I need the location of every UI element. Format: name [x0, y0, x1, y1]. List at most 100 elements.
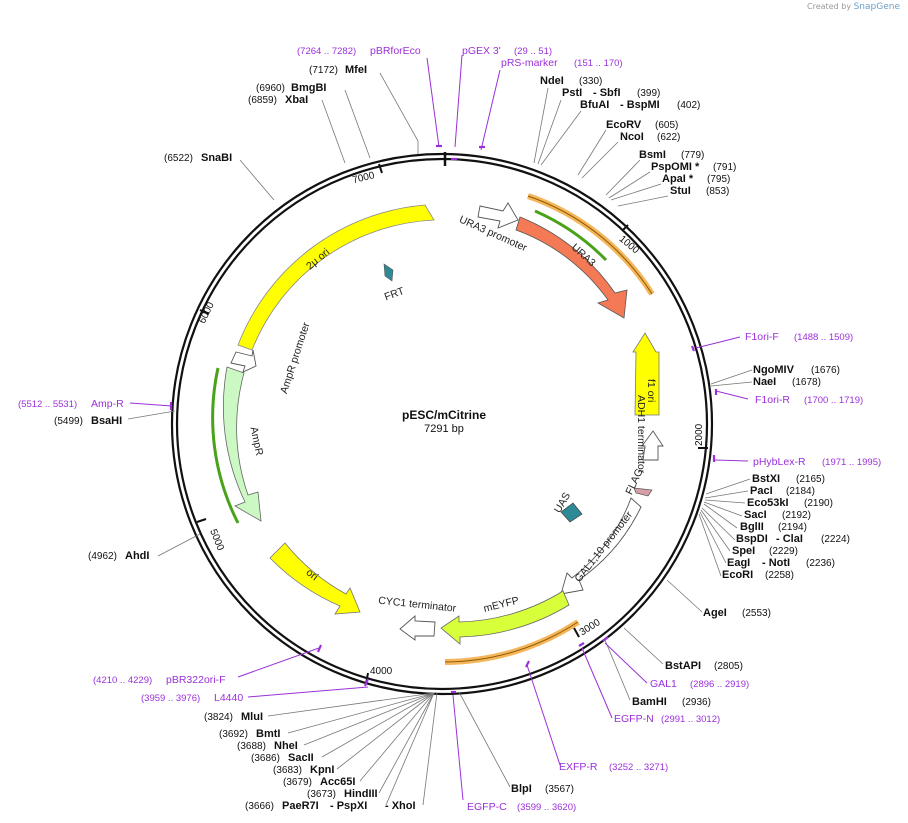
pos-bglii: (2194): [778, 522, 807, 533]
snapgene-credit: Created by SnapGene: [807, 2, 900, 12]
feature-flag: [633, 487, 653, 497]
enzyme-stui: StuI: [670, 185, 691, 197]
pos-sbfi: (399): [637, 88, 660, 99]
enzyme-bsmi: BsmI: [639, 149, 666, 161]
enzyme-mlui: MluI: [241, 711, 263, 723]
enzyme-pspomi: PspOMI *: [651, 161, 700, 173]
label-ampr: AmpR: [248, 426, 266, 457]
overlay-orange-ura3-line: [527, 195, 653, 295]
pos-clai: (2224): [821, 534, 850, 545]
primer-pos-pgex3: (29 .. 51): [514, 46, 552, 57]
enzyme-kpni: KpnI: [310, 764, 334, 776]
primer-pos-l4440: (3959 .. 3976): [141, 693, 200, 704]
enzyme-leader-lines: [127, 72, 753, 806]
feature-ampr: [223, 366, 262, 522]
pos-bstapi: (2805): [714, 661, 743, 672]
feature-ampr-promoter: [230, 349, 257, 373]
primer-l4440: L4440: [214, 692, 243, 704]
enzyme-saci: SacI: [744, 509, 767, 521]
primer-pos-f1ori-f: (1488 .. 1509): [794, 332, 853, 343]
primer-pos-pbrforeco: (7264 .. 7282): [297, 46, 356, 57]
pos-bsahi: (5499): [54, 416, 83, 427]
tick-label-3000: 3000: [578, 617, 603, 638]
enzyme-psti: PstI: [562, 87, 582, 99]
overlay-orange-meyfp-line: [444, 621, 579, 663]
pos-mlui: (3824): [204, 712, 233, 723]
pos-ndei: (330): [579, 76, 602, 87]
pos-xbai: (6859): [248, 95, 277, 106]
primer-pos-exfp-r: (3252 .. 3271): [609, 762, 668, 773]
pos-nhei: (3688): [237, 741, 266, 752]
enzyme-mfei: MfeI: [345, 64, 367, 76]
enzyme-bstxi: BstXI: [752, 473, 780, 485]
enzyme-bsahi: BsaHI: [91, 415, 122, 427]
enzyme-eagi: EagI: [727, 557, 750, 569]
tick-label-2000: 2000: [694, 423, 705, 446]
label-f1-ori: f1 ori: [645, 379, 657, 402]
feature-2u-ori: [237, 204, 435, 351]
primer-amp-r: Amp-R: [91, 398, 124, 410]
tick-label-4000: 4000: [370, 666, 393, 677]
pos-paer7i: (3666): [245, 801, 274, 812]
plasmid-name: pESC/mCitrine: [402, 408, 486, 422]
primer-egfp-n: EGFP-N: [614, 713, 654, 725]
label-frt: FRT: [383, 285, 407, 303]
enzyme-sbfi: - SbfI: [593, 87, 621, 99]
primer-pbrforeco: pBRforEco: [370, 45, 421, 57]
pos-ngomiv: (1676): [811, 365, 840, 376]
primer-pgex3: pGEX 3': [462, 45, 501, 57]
enzyme-noti: - NotI: [762, 557, 790, 569]
enzyme-bstapi: BstAPI: [665, 660, 701, 672]
enzyme-paer7i: PaeR7I: [282, 800, 319, 812]
enzyme-sacii: SacII: [288, 752, 314, 764]
tick-2000: 2000: [694, 423, 708, 449]
label-adh1-terminator: ADH1 terminator: [635, 395, 647, 474]
primer-pos-amp-r: (5512 .. 5531): [18, 399, 77, 410]
enzyme-ngomiv: NgoMIV: [753, 364, 795, 376]
tick-3000: 3000: [573, 617, 603, 638]
tick-7000: 7000: [351, 163, 383, 186]
primer-pbr322ori-f: pBR322ori-F: [166, 674, 226, 686]
feature-uas: [560, 502, 583, 523]
enzyme-bglii: BglII: [740, 521, 764, 533]
label-gal-promoter: GAL1,10 promoter: [572, 509, 635, 585]
tick-label-7000: 7000: [351, 170, 376, 186]
primer-leader-lines: [129, 54, 749, 801]
primer-phyblex-r: pHybLex-R: [753, 456, 806, 468]
enzyme-bamhi: BamHI: [632, 696, 667, 708]
feature-adh1-terminator: [641, 430, 664, 461]
enzyme-xbai: XbaI: [285, 94, 308, 106]
label-ori: ori: [304, 567, 321, 584]
primer-f1ori-r: F1ori-R: [755, 394, 790, 406]
feature-meyfp: [440, 590, 570, 645]
enzyme-bmti: BmtI: [256, 728, 280, 740]
enzyme-bfuai: BfuAI: [580, 99, 609, 111]
pos-bmgbi: (6960): [256, 83, 285, 94]
primer-pos-egfp-c: (3599 .. 3620): [517, 802, 576, 813]
enzyme-ndei: NdeI: [540, 75, 564, 87]
enzyme-paci: PacI: [750, 485, 773, 497]
overlay-green-ura3: [534, 209, 608, 262]
pos-saci: (2192): [782, 510, 811, 521]
pos-blpi: (3567): [545, 784, 574, 795]
pos-sacii: (3686): [251, 753, 280, 764]
feature-frt: [383, 263, 394, 282]
primer-pos-f1ori-r: (1700 .. 1719): [804, 395, 863, 406]
enzyme-bspmi: - BspMI: [620, 99, 660, 111]
tick-label-5000: 5000: [207, 528, 226, 553]
primer-marks: [169, 144, 718, 694]
enzyme-ahdi: AhdI: [125, 550, 149, 562]
primer-prs-marker: pRS-marker: [501, 57, 558, 69]
enzyme-ecorv: EcoRV: [606, 119, 642, 131]
enzyme-xhoi: - XhoI: [385, 800, 416, 812]
feature-ori: [269, 542, 361, 615]
primer-pos-pbr322ori-f: (4210 .. 4229): [93, 675, 152, 686]
pos-snabi: (6522): [164, 153, 193, 164]
primer-pos-prs-marker: (151 .. 170): [574, 58, 623, 69]
enzyme-ncoi: NcoI: [620, 131, 644, 143]
feature-f1-ori: [632, 332, 660, 416]
label-meyfp: mEYFP: [482, 595, 520, 615]
pos-ecorv: (605): [655, 120, 678, 131]
pos-ncoi: (622): [657, 132, 680, 143]
label-ampr-promoter: AmpR promoter: [278, 321, 312, 396]
